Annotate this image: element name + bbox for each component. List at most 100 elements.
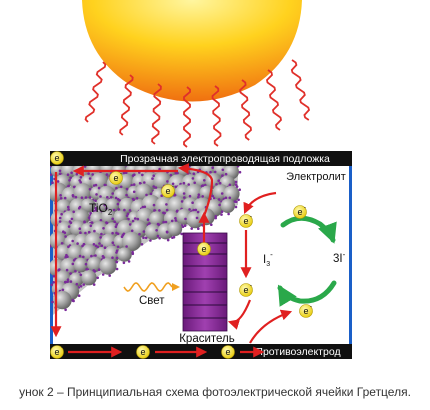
dye-molecule-dot <box>94 254 97 257</box>
dye-molecule-dot <box>103 183 107 187</box>
dye-molecule-dot <box>152 174 155 177</box>
dye-molecule-dot <box>128 209 132 212</box>
dye-molecule-dot <box>152 185 155 188</box>
electron-circle <box>136 345 150 359</box>
dye-molecule-dot <box>92 243 96 246</box>
dye-molecule-dot <box>67 245 70 249</box>
dye-molecule-dot <box>94 199 97 203</box>
dye-molecule-dot <box>237 198 240 202</box>
dye-molecule-dot <box>209 170 212 174</box>
electron-circle <box>221 345 235 359</box>
dye-molecule-dot <box>60 212 63 216</box>
dye-molecule-dot <box>92 283 96 286</box>
dye-molecule-dot <box>67 208 70 211</box>
dye-molecule-dot <box>111 231 114 235</box>
dye-molecule-dot <box>115 249 119 252</box>
dye-molecule-dot <box>174 217 177 220</box>
dye-molecule-dot <box>146 218 150 221</box>
dye-molecule-dot <box>153 209 156 212</box>
dye-molecule-dot <box>58 169 62 173</box>
dye-molecule-dot <box>50 261 51 264</box>
electron-symbol: e <box>165 186 170 196</box>
electron-symbol: e <box>113 173 118 183</box>
dye-molecule-dot <box>217 179 220 182</box>
dye-molecule-dot <box>140 243 144 246</box>
dye-molecule-dot <box>72 185 76 189</box>
dye-molecule-dot <box>172 235 176 239</box>
dye-molecule-dot <box>97 186 101 190</box>
dye-molecule-dot <box>180 232 183 236</box>
electron-symbol: e <box>225 347 230 357</box>
electron-circle <box>161 184 175 198</box>
dye-molecule-dot <box>47 197 50 200</box>
dye-molecule-dot <box>235 185 239 188</box>
dye-molecule-dot <box>72 210 75 214</box>
dye-molecule-dot <box>122 261 126 265</box>
dye-molecule-dot <box>66 255 69 258</box>
dye-molecule-dot <box>149 239 152 242</box>
electron-symbol: e <box>140 347 145 357</box>
dye-molecule-dot <box>102 256 106 259</box>
dye-molecule-dot <box>67 225 71 228</box>
dye-molecule-dot <box>109 196 113 199</box>
dye-molecule-dot <box>84 196 88 199</box>
dye-molecule-dot <box>183 196 186 199</box>
tio2-particle <box>149 211 165 227</box>
dye-molecule-dot <box>132 198 135 202</box>
tio2-label: TiO2 <box>89 201 113 217</box>
dye-molecule-dot <box>106 196 109 199</box>
dye-molecule-dot <box>71 298 75 302</box>
dye-molecule-dot <box>52 275 56 278</box>
dye-molecule-dot <box>79 285 83 288</box>
dye-molecule-dot <box>228 183 232 187</box>
dye-molecule-dot <box>184 217 187 221</box>
dye-molecule-dot <box>56 180 60 183</box>
sun-ray <box>266 69 282 131</box>
dye-molecule-dot <box>125 214 129 218</box>
dye-molecule-dot <box>165 230 169 234</box>
light-wave <box>123 282 173 292</box>
dye-molecule-dot <box>69 280 73 283</box>
dye-molecule-dot <box>115 186 118 190</box>
dye-molecule-dot <box>58 216 62 220</box>
dye-molecule-dot <box>195 216 199 220</box>
dye-molecule-dot <box>77 294 81 298</box>
dye-molecule-dot <box>165 208 169 212</box>
electron-charge: - <box>232 345 234 351</box>
dye-molecule-dot <box>164 220 168 224</box>
dye-molecule-dot <box>218 181 222 185</box>
tio2-particle <box>101 209 117 225</box>
electron-symbol: e <box>54 153 59 163</box>
redox-cycle-arrows <box>277 215 337 307</box>
dye-molecule-dot <box>52 281 55 284</box>
dye-molecule-dot <box>58 220 62 223</box>
dye-molecule-dot <box>72 259 76 262</box>
dye-molecule-dot <box>111 217 114 221</box>
dye-molecule-dot <box>143 181 146 184</box>
electron-circle <box>197 242 211 256</box>
dye-molecule-dot <box>70 217 74 221</box>
dye-molecule-dot <box>238 188 241 191</box>
dye-molecule-dot <box>162 220 165 224</box>
dye-molecule-dot <box>144 236 148 240</box>
electron: e- <box>299 304 313 318</box>
dye-molecule-dot <box>93 270 97 273</box>
dye-molecule-dot <box>50 173 53 177</box>
dye-molecule-dot <box>213 170 217 174</box>
dye-molecule-dot <box>158 167 161 171</box>
dye-molecule-dot <box>138 181 142 185</box>
electron-circle <box>50 345 64 359</box>
dye-molecule-dot <box>197 195 200 199</box>
electron-circle <box>293 205 307 219</box>
dye-molecule-dot <box>96 245 100 249</box>
dye-molecule-dot <box>220 192 224 195</box>
dye-molecule-dot <box>94 183 98 187</box>
dye-molecule-dot <box>84 262 88 266</box>
dye-molecule-dot <box>75 172 79 176</box>
dye-molecule-dot <box>116 245 120 249</box>
sun-rays <box>84 59 311 148</box>
electron-charge: - <box>304 205 306 211</box>
dye-molecule-dot <box>142 236 145 239</box>
dye-molecule-dot <box>210 223 213 226</box>
dye-molecule-dot <box>125 245 128 248</box>
